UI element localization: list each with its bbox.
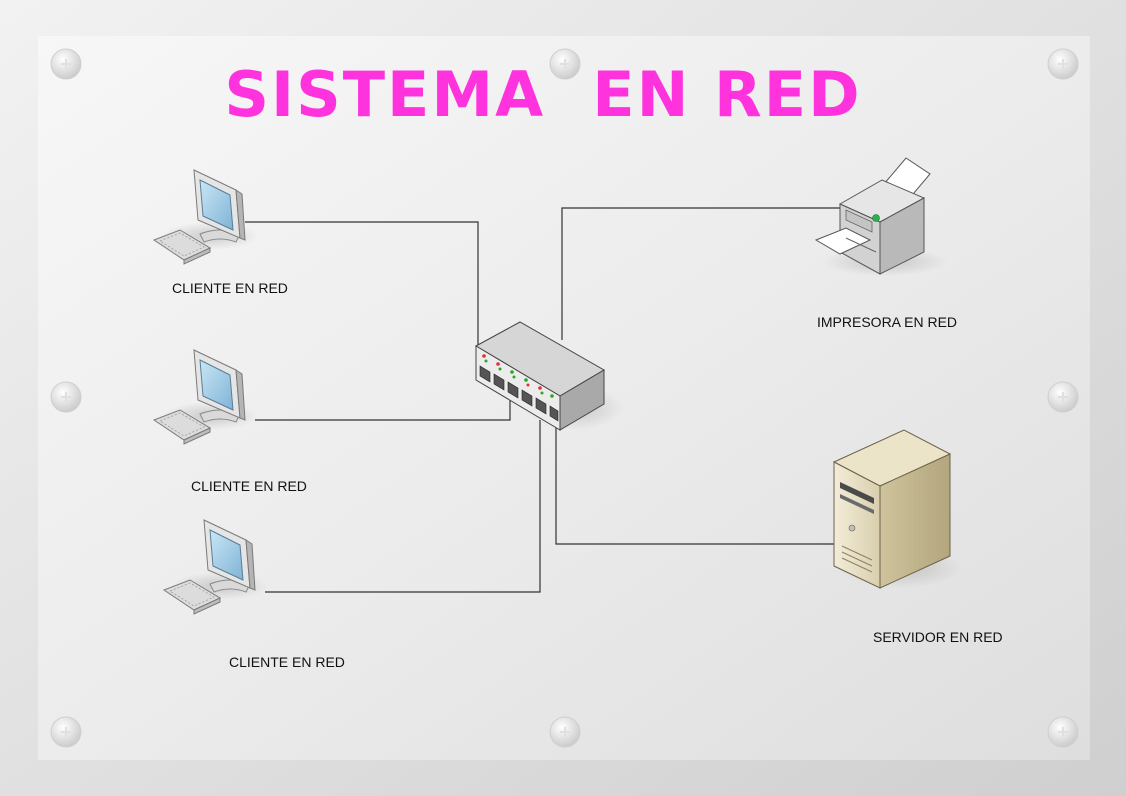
computer-icon xyxy=(162,519,268,615)
diagram-title: SISTEMA EN RED xyxy=(224,58,861,131)
link-client-2 xyxy=(255,400,511,421)
client-label-3: CLIENTE EN RED xyxy=(229,654,345,670)
screw-icon xyxy=(50,48,1079,748)
server-icon xyxy=(832,429,962,589)
network-links xyxy=(245,207,840,593)
server-label: SERVIDOR EN RED xyxy=(873,629,1003,645)
computer-icon xyxy=(152,349,258,445)
link-client-3 xyxy=(265,420,541,593)
link-client-1 xyxy=(245,221,479,348)
printer-label: IMPRESORA EN RED xyxy=(817,314,958,330)
link-server xyxy=(555,420,836,545)
client-label-1: CLIENTE EN RED xyxy=(172,280,288,296)
link-printer xyxy=(561,207,840,340)
computer-icon xyxy=(152,169,258,265)
printer-icon xyxy=(814,157,947,276)
client-label-2: CLIENTE EN RED xyxy=(191,478,307,494)
switch-icon xyxy=(474,321,623,431)
